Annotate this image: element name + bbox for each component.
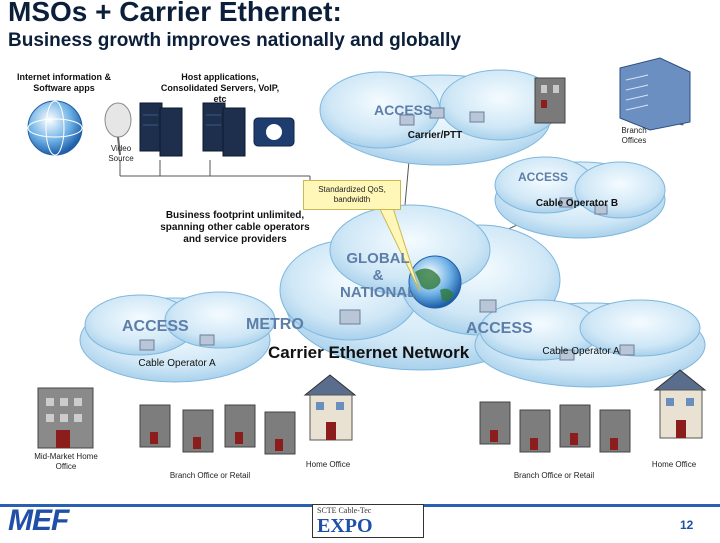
- server-rack-icons: [139, 102, 246, 157]
- mid-market-building-icon: [37, 387, 94, 449]
- home-office-icon-right: [653, 369, 707, 439]
- mid-market-label: Mid-Market Home Office: [34, 452, 98, 471]
- metro-label: METRO: [246, 316, 304, 333]
- voip-device-icon: [253, 117, 295, 147]
- slide-subtitle: Business growth improves nationally and …: [8, 30, 461, 51]
- home-office-icon-center: [303, 374, 357, 441]
- network-diagram: [27, 57, 707, 455]
- access-bottom-right-label: ACCESS: [466, 320, 533, 337]
- branch-retail-right-label: Branch Office or Retail: [513, 471, 595, 480]
- carrier-ethernet-network-label: Carrier Ethernet Network: [268, 343, 470, 362]
- access-cloud-top: [319, 69, 561, 166]
- business-footprint-label: Business footprint unlimited, spanning o…: [160, 210, 310, 245]
- branch-offices-top-label: Branch Offices: [621, 126, 647, 145]
- cable-operator-a-left-label: Cable Operator A: [138, 358, 216, 369]
- access-cloud-bottom-right: [474, 299, 706, 388]
- host-apps-label: Host applications, Consolidated Servers,…: [160, 72, 280, 104]
- expo-big-text: EXPO: [317, 515, 373, 537]
- internet-globe-icon: [27, 100, 83, 156]
- mef-logo: MEF: [8, 504, 69, 537]
- standardized-qos-callout: Standardized QoS, bandwidth: [303, 180, 401, 210]
- home-office-right-label: Home Office: [651, 460, 697, 469]
- slide-title: MSOs + Carrier Ethernet:: [8, 0, 342, 27]
- video-source-label: Video Source: [108, 144, 134, 163]
- office-tower-icon: [619, 57, 691, 131]
- expo-top-text: SCTE Cable-Tec: [317, 506, 372, 515]
- global-national-label: GLOBAL & NATIONAL: [340, 250, 417, 301]
- access-cloud-left: [79, 291, 276, 383]
- carrier-ptt-label: Carrier/PTT: [407, 130, 463, 141]
- branch-office-building-icon: [534, 77, 566, 124]
- page-number: 12: [680, 518, 694, 532]
- branch-office-icons-right: [479, 401, 631, 453]
- internet-apps-label: Internet information & Software apps: [17, 72, 111, 93]
- cable-operator-a-right-label: Cable Operator A: [542, 346, 620, 357]
- globe-icon: [408, 255, 462, 309]
- cable-operator-b-label: Cable Operator B: [535, 198, 619, 209]
- scte-expo-logo: SCTE Cable-Tec EXPO: [312, 504, 424, 538]
- access-left-label: ACCESS: [122, 318, 189, 335]
- branch-retail-left-label: Branch Office or Retail: [169, 471, 251, 480]
- access-right-label: ACCESS: [518, 170, 569, 184]
- access-top-label: ACCESS: [374, 102, 433, 118]
- home-office-center-label: Home Office: [305, 460, 351, 469]
- branch-office-icons-left: [139, 404, 296, 455]
- satellite-dish-icon: [104, 102, 132, 156]
